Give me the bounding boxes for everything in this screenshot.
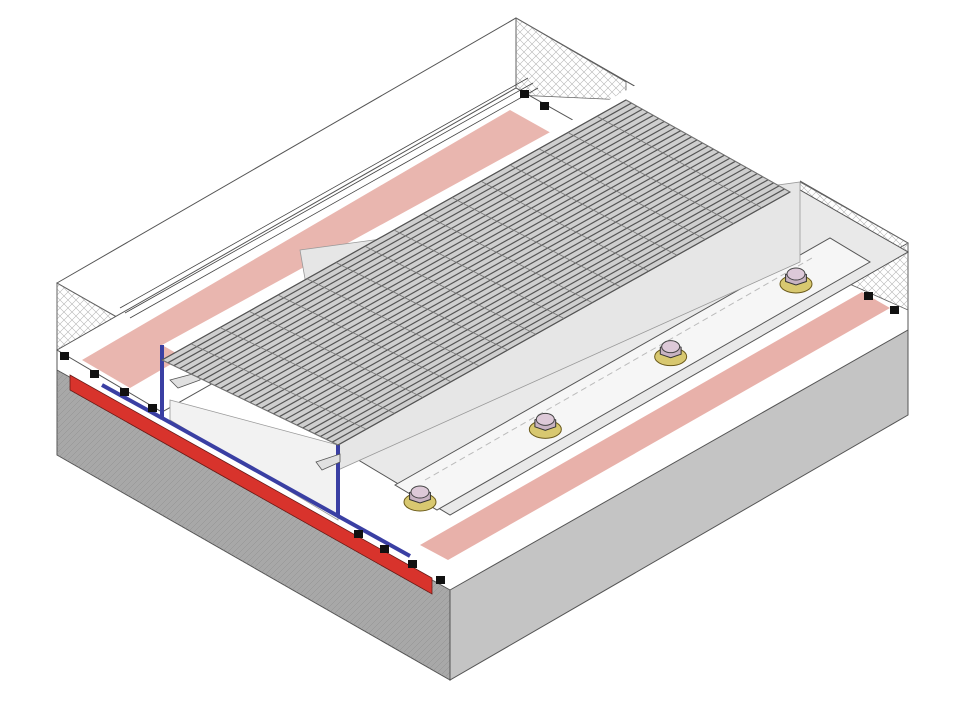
bolt xyxy=(654,340,688,367)
grating-cross-bar xyxy=(567,132,734,224)
grating-cross-bar xyxy=(277,294,452,383)
grating-cross-bar xyxy=(364,245,536,335)
grating-cross-bar xyxy=(161,359,339,446)
grating-cross-bar xyxy=(248,310,423,398)
joint-markers xyxy=(60,90,899,584)
bolt xyxy=(528,412,562,439)
grating-cross-bar xyxy=(480,180,649,272)
grating-cross-bar xyxy=(335,262,508,351)
bolt xyxy=(403,485,437,512)
grating-cross-bar xyxy=(625,99,791,193)
concrete-right-face xyxy=(449,329,909,681)
grating xyxy=(160,99,792,446)
bolt-group xyxy=(403,267,813,512)
grating-cross-bar xyxy=(190,343,367,430)
left-edge-lines xyxy=(119,77,539,319)
grating-cross-bar xyxy=(393,229,565,319)
grating-cross-bar xyxy=(219,327,395,414)
grating-cross-bar xyxy=(451,197,621,288)
back-end-hatch xyxy=(515,17,627,101)
bedding-strip xyxy=(69,374,433,595)
grating-cross-bar xyxy=(509,164,678,256)
grating-cross-bar xyxy=(538,148,706,240)
bolt xyxy=(779,267,813,294)
grating-cross-bar xyxy=(306,278,480,367)
right-pink-strip xyxy=(420,292,890,560)
grating-cross-bar xyxy=(596,115,762,209)
grating-cross-bar xyxy=(422,213,593,304)
